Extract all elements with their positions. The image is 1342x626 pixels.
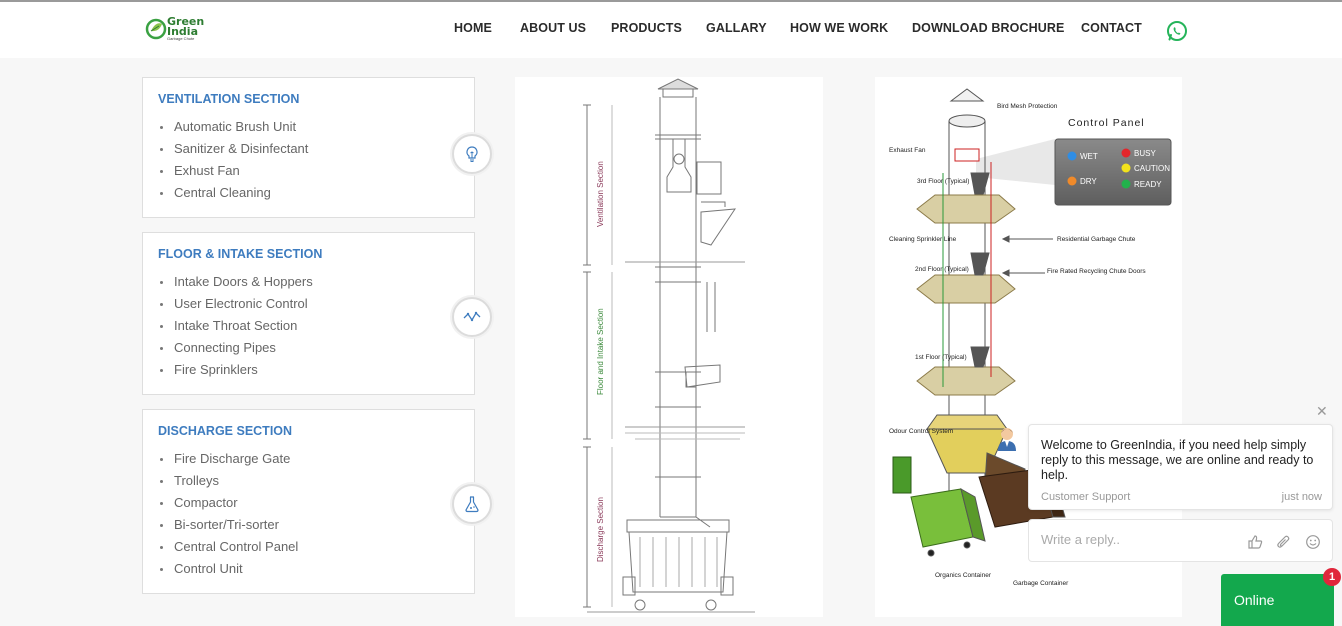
pulse-line-icon	[452, 297, 492, 337]
diagram-label: Fire Rated Recycling Chute Doors	[1047, 268, 1146, 275]
chute-elevation-diagram: Ventilation Section Floor and Intake Sec…	[515, 77, 823, 617]
brand-logo[interactable]: Green India Garbage Chute	[145, 16, 205, 44]
nav-download-brochure[interactable]: DOWNLOAD BROCHURE	[912, 21, 1065, 35]
list-item: Bi-sorter/Tri-sorter	[159, 514, 298, 536]
section-list: Intake Doors & Hoppers User Electronic C…	[160, 271, 313, 381]
control-panel-title: Control Panel	[1068, 117, 1145, 129]
list-item: Fire Discharge Gate	[159, 448, 298, 470]
whatsapp-icon[interactable]	[1166, 20, 1188, 42]
diagram-label: Exhaust Fan	[889, 147, 926, 154]
panel-state: WET	[1080, 152, 1098, 161]
discharge-section-card: DISCHARGE SECTION Fire Discharge Gate Tr…	[142, 409, 475, 594]
floor-intake-section-card: FLOOR & INTAKE SECTION Intake Doors & Ho…	[142, 232, 475, 395]
diagram-label: Organics Container	[935, 572, 992, 579]
chat-status-label: Online	[1234, 592, 1275, 608]
nav-contact[interactable]: CONTACT	[1081, 21, 1142, 35]
diagram-label: 2nd Floor (Typical)	[915, 266, 969, 273]
panel-state: READY	[1134, 180, 1162, 189]
chat-message-text: Welcome to GreenIndia, if you need help …	[1041, 438, 1314, 482]
section-title: FLOOR & INTAKE SECTION	[158, 247, 323, 261]
diagram-label: Odour Control System	[889, 428, 953, 435]
brand-name: Green India	[167, 15, 205, 38]
thumbs-up-icon[interactable]	[1247, 534, 1263, 550]
panel-state: CAUTION	[1134, 164, 1170, 173]
list-item: Central Cleaning	[159, 182, 308, 204]
list-item: Fire Sprinklers	[160, 359, 313, 381]
unread-badge: 1	[1323, 568, 1341, 586]
panel-state: DRY	[1080, 177, 1097, 186]
list-item: Central Control Panel	[159, 536, 298, 558]
chat-reply-box	[1028, 519, 1333, 562]
attachment-icon[interactable]	[1275, 534, 1291, 550]
section-list: Automatic Brush Unit Sanitizer & Disinfe…	[159, 116, 308, 204]
diagram-label: Garbage Container	[1013, 580, 1069, 587]
diagram-label: 3rd Floor (Typical)	[917, 178, 969, 185]
chat-sender: Customer Support	[1041, 491, 1131, 503]
section-title: VENTILATION SECTION	[158, 92, 300, 106]
nav-home[interactable]: HOME	[454, 21, 492, 35]
list-item: Intake Doors & Hoppers	[160, 271, 313, 293]
chat-online-button[interactable]: Online	[1221, 574, 1334, 626]
list-item: User Electronic Control	[160, 293, 313, 315]
diagram-label: Ventilation Section	[596, 161, 605, 227]
nav-about-us[interactable]: ABOUT US	[520, 21, 587, 35]
list-item: Trolleys	[159, 470, 298, 492]
list-item: Compactor	[159, 492, 298, 514]
site-header: Green India Garbage Chute HOME ABOUT US …	[0, 2, 1342, 58]
list-item: Exhust Fan	[159, 160, 308, 182]
chat-reply-input[interactable]	[1041, 532, 1231, 547]
nav-products[interactable]: PRODUCTS	[611, 21, 682, 35]
chat-message-bubble: Welcome to GreenIndia, if you need help …	[1028, 424, 1333, 510]
chat-close-icon[interactable]: ✕	[1316, 403, 1328, 419]
emoji-icon[interactable]	[1305, 534, 1321, 550]
diagram-label: Discharge Section	[596, 497, 605, 562]
chat-timestamp: just now	[1281, 491, 1322, 503]
support-agent-avatar	[998, 428, 1016, 451]
diagram-label: 1st Floor (Typical)	[915, 354, 967, 361]
list-item: Control Unit	[159, 558, 298, 580]
nav-how-we-work[interactable]: HOW WE WORK	[790, 21, 889, 35]
panel-state: BUSY	[1134, 149, 1156, 158]
diagram-label: Floor and Intake Section	[596, 308, 605, 395]
section-title: DISCHARGE SECTION	[158, 424, 293, 438]
list-item: Intake Throat Section	[160, 315, 313, 337]
list-item: Sanitizer & Disinfectant	[159, 138, 308, 160]
section-list: Fire Discharge Gate Trolleys Compactor B…	[159, 448, 298, 580]
diagram-label: Bird Mesh Protection	[997, 103, 1058, 110]
list-item: Automatic Brush Unit	[159, 116, 308, 138]
diagram-label: Residential Garbage Chute	[1057, 236, 1136, 243]
nav-gallery[interactable]: GALLARY	[706, 21, 767, 35]
brand-tagline: Garbage Chute	[167, 36, 195, 41]
leaf-logo-icon	[145, 18, 167, 40]
diagram-label: Cleaning Sprinkler Line	[889, 236, 957, 243]
top-border	[0, 0, 1342, 2]
ventilation-section-card: VENTILATION SECTION Automatic Brush Unit…	[142, 77, 475, 218]
flask-icon	[452, 484, 492, 524]
list-item: Connecting Pipes	[160, 337, 313, 359]
lightbulb-icon	[452, 134, 492, 174]
